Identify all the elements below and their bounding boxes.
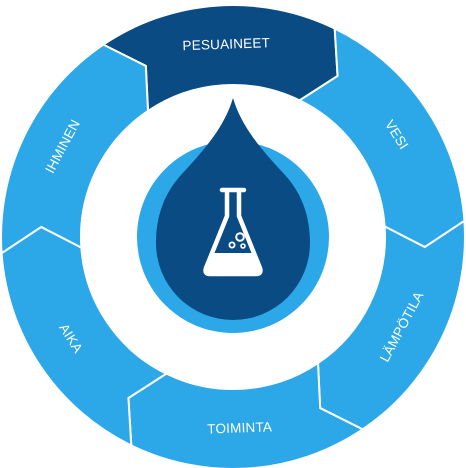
segment-label: PESUAINEET	[182, 35, 270, 53]
segment-label: TOIMINTA	[207, 419, 272, 436]
laboratory-flask-icon	[203, 187, 263, 277]
segment-ring: PESUAINEETVESILÄMPÖTILATOIMINTAAIKAIHMIN…	[0, 4, 466, 468]
drop-shape	[155, 98, 310, 321]
segment-ihminen: IHMINEN	[0, 43, 150, 255]
segment-arrow	[316, 219, 466, 431]
segment-arrow	[0, 43, 150, 255]
segment-lampotila: LÄMPÖTILA	[316, 219, 466, 431]
